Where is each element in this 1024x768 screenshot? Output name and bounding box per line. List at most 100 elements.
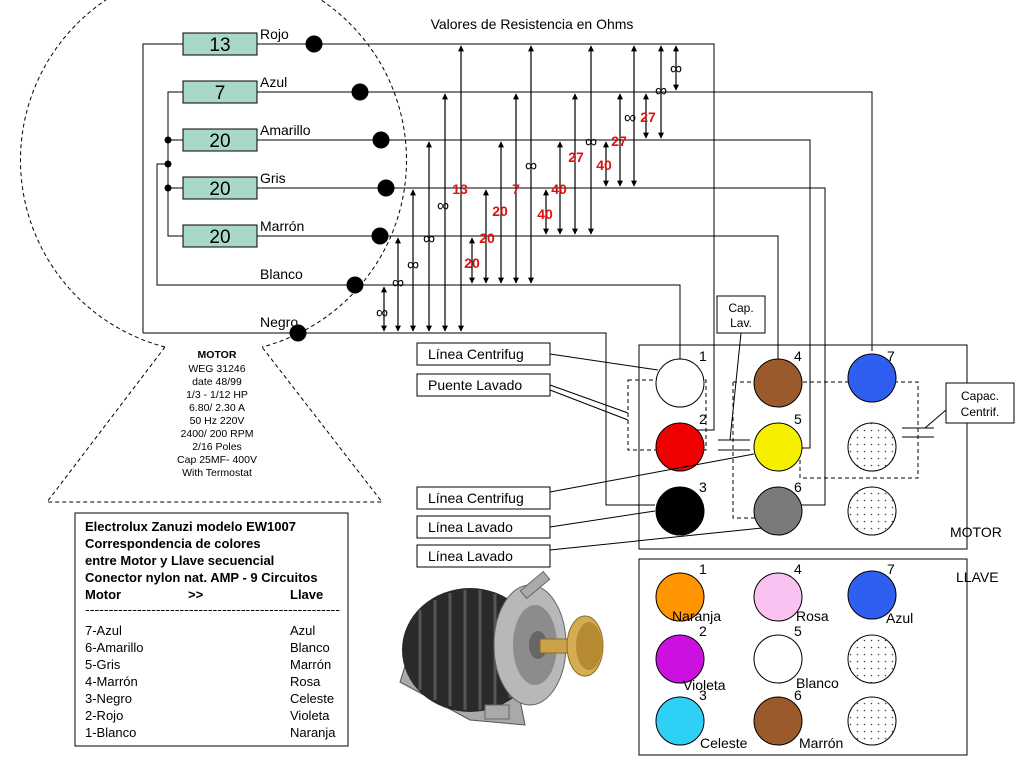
motor-pin-number: 6: [794, 479, 802, 495]
table-row-llave: Celeste: [290, 691, 334, 706]
external-wires: [298, 43, 873, 506]
llave-pin-name: Azul: [886, 610, 913, 626]
motor-spec-line: With Termostat: [182, 467, 252, 479]
llave-pin-2: [655, 634, 705, 684]
table-row-llave: Naranja: [290, 725, 336, 740]
table-row-motor: 7-Azul: [85, 623, 122, 638]
winding-marron: 20 Marrón: [182, 218, 304, 248]
motor-spec-line: 1/3 - 1/12 HP: [186, 389, 248, 401]
callout-linea-centrifug: Línea Centrifug: [428, 346, 524, 362]
llave-pin-number: 3: [699, 687, 707, 703]
table-header-line: entre Motor y Llave secuencial: [85, 553, 274, 568]
winding-amarillo: 20 Amarillo: [182, 122, 311, 152]
llave-pin-name: Violeta: [683, 677, 726, 693]
motor-pin-number: 3: [699, 479, 707, 495]
wire-label: Marrón: [260, 218, 304, 234]
motor-pin-2: [655, 422, 705, 472]
winding-value: 20: [209, 179, 230, 200]
resistance-values: 13 7 20 20 20 40 40 40 27 27 27: [452, 109, 656, 271]
motor-spec: MOTOR WEG 31246 date 48/99 1/3 - 1/12 HP…: [177, 349, 257, 479]
motor-pin-empty: [847, 486, 897, 536]
resistance-value: 40: [551, 181, 567, 197]
table-row-llave: Rosa: [290, 674, 321, 689]
resistance-value: 20: [464, 255, 480, 271]
resistance-value: 7: [512, 181, 520, 197]
winding-azul: 7 Azul: [182, 74, 287, 104]
resistance-value: 13: [452, 181, 468, 197]
llave-pin-5: [753, 634, 803, 684]
infinity-label: ∞: [655, 81, 667, 100]
motor-photo: [399, 570, 604, 726]
motor-pin-7: [847, 353, 897, 403]
llave-pin-3: [655, 696, 705, 746]
llave-pin-7: [847, 570, 897, 620]
wire-label: Gris: [260, 170, 286, 186]
motor-pin-number: 7: [887, 348, 895, 364]
llave-pin-number: 1: [699, 561, 707, 577]
motor-connector: 1 4 7 2 5 3 6: [627, 344, 968, 550]
resistance-value: 20: [492, 203, 508, 219]
llave-connector: 1 Naranja 4 Rosa 7 Azul 2 Violeta 5 Blan…: [638, 558, 968, 756]
motor-spec-line: 2400/ 200 RPM: [181, 428, 254, 440]
wire-label: Amarillo: [260, 122, 311, 138]
motor-pin-number: 4: [794, 348, 802, 364]
motor-pin-1: [655, 358, 705, 408]
llave-pin-name: Celeste: [700, 735, 748, 751]
callout-linea-centrifug: Línea Centrifug: [428, 490, 524, 506]
infinity-label: ∞: [585, 132, 597, 151]
llave-pin-6: [753, 696, 803, 746]
diagram-title: Valores de Resistencia en Ohms: [431, 16, 634, 32]
wire-label: Azul: [260, 74, 287, 90]
table-row-motor: 4-Marrón: [85, 674, 138, 689]
infinity-label: ∞: [624, 108, 636, 127]
motor-pin-empty: [847, 422, 897, 472]
resistance-value: 27: [640, 109, 656, 125]
llave-pin-name: Naranja: [672, 608, 721, 624]
infinity-label: ∞: [376, 303, 388, 322]
llave-pin-empty: [847, 634, 897, 684]
table-row-motor: 3-Negro: [85, 691, 132, 706]
resistance-value: 20: [479, 230, 495, 246]
infinity-label: ∞: [423, 229, 435, 248]
table-col-llave: Llave: [290, 587, 323, 602]
infinity-label: ∞: [407, 255, 419, 274]
motor-outline: [20, 0, 407, 503]
infinity-label: ∞: [392, 273, 404, 292]
motor-pin-number: 5: [794, 411, 802, 427]
table-row-motor: 6-Amarillo: [85, 640, 144, 655]
winding-value: 20: [209, 131, 230, 152]
table-row-motor: 1-Blanco: [85, 725, 136, 740]
table-row-llave: Blanco: [290, 640, 330, 655]
junction-dots: [164, 136, 172, 192]
measurement-arrows: [381, 45, 679, 332]
motor-spec-line: Cap 25MF- 400V: [177, 454, 257, 466]
infinity-labels: ∞ ∞ ∞ ∞ ∞ ∞ ∞ ∞ ∞ ∞: [376, 59, 682, 322]
resistance-value: 27: [611, 133, 627, 149]
motor-pin-number: 2: [699, 411, 707, 427]
wire-label: Rojo: [260, 26, 289, 42]
table-row-motor: 2-Rojo: [85, 708, 123, 723]
llave-pin-1: [655, 572, 705, 622]
table-header-line: Conector nylon nat. AMP - 9 Circuitos: [85, 570, 318, 585]
callout-cap-lav-2: Lav.: [730, 316, 752, 330]
infinity-label: ∞: [437, 196, 449, 215]
motor-pin-5: [753, 422, 803, 472]
llave-pin-name: Blanco: [796, 675, 839, 691]
llave-pin-number: 4: [794, 561, 802, 577]
motor-pin-3: [655, 486, 705, 536]
resistance-value: 40: [596, 157, 612, 173]
table-header-line: Correspondencia de colores: [85, 536, 261, 551]
table-row-motor: 5-Gris: [85, 657, 121, 672]
table-row-llave: Marrón: [290, 657, 331, 672]
winding-value: 20: [209, 227, 230, 248]
callout-puente-lavado: Puente Lavado: [428, 377, 522, 393]
callouts: Línea Centrifug Puente Lavado Línea Cent…: [416, 295, 1015, 568]
callout-capac-centrif: Capac.: [961, 389, 999, 403]
wire-label-blanco: Blanco: [260, 266, 303, 282]
callout-linea-lavado: Línea Lavado: [428, 519, 513, 535]
motor-spec-line: 2/16 Poles: [192, 441, 242, 453]
table-col-arrow: >>: [188, 587, 204, 602]
llave-pin-number: 2: [699, 623, 707, 639]
motor-pin-number: 1: [699, 348, 707, 364]
